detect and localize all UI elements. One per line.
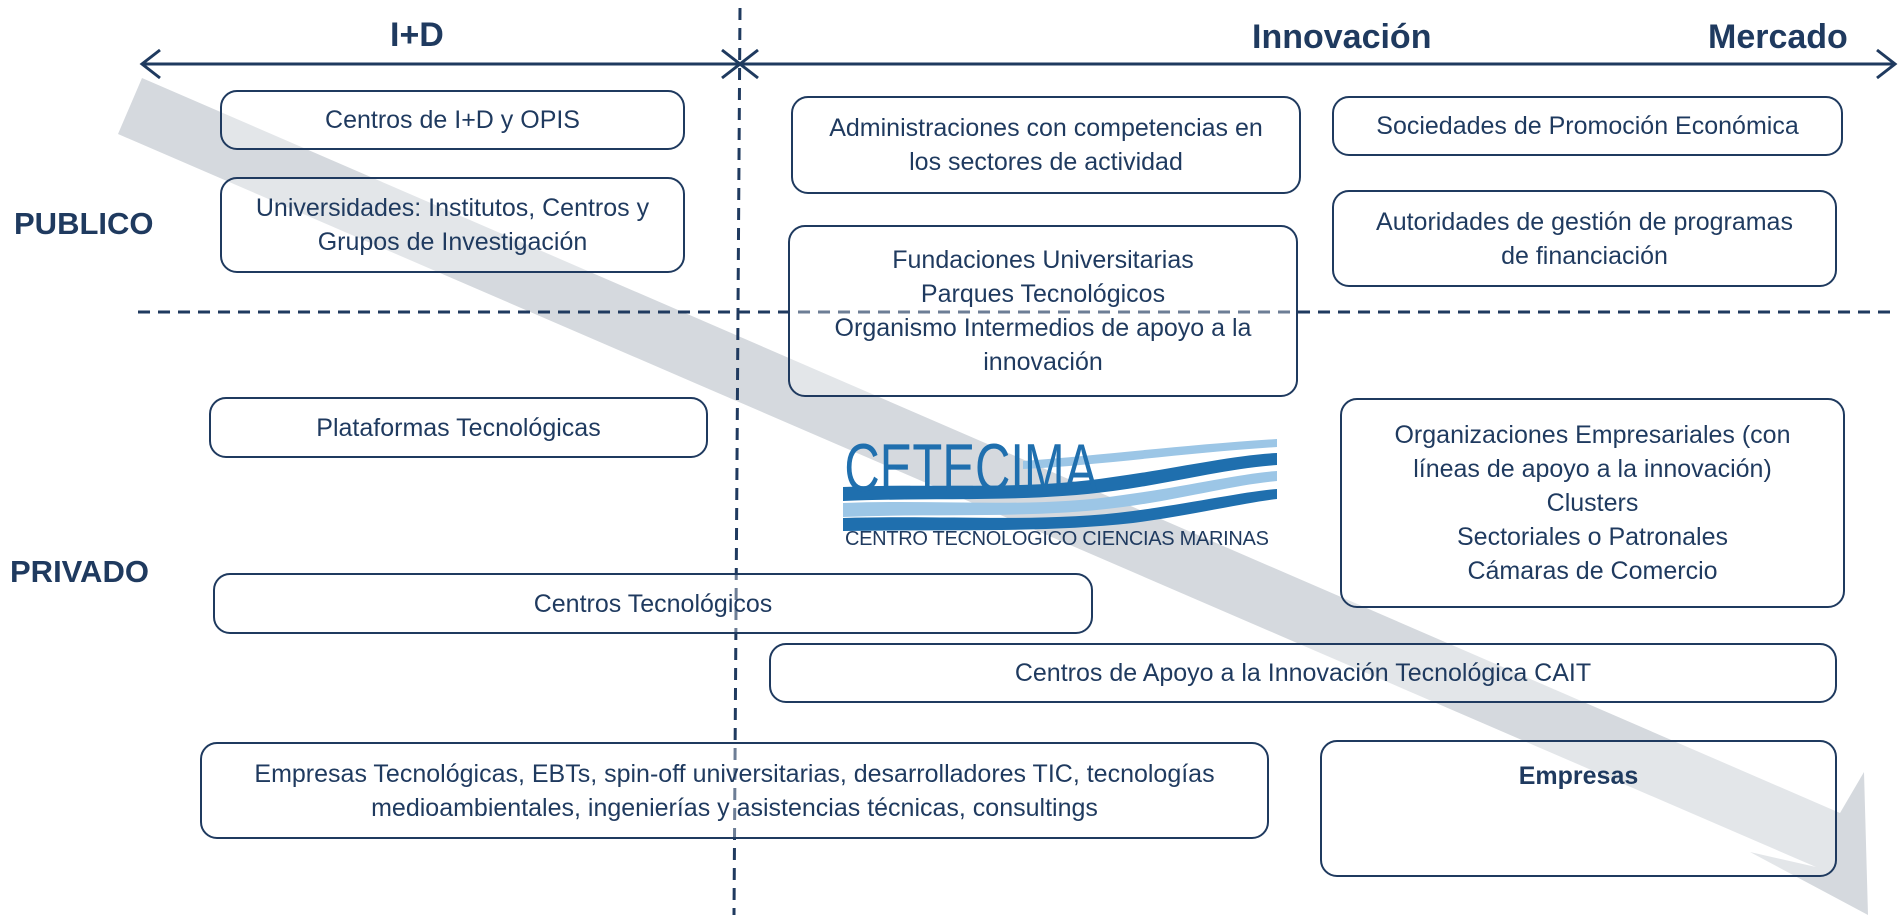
axis-right-arrowhead: [1876, 48, 1898, 80]
sector-privado: PRIVADO: [10, 554, 149, 589]
box-administraciones: Administraciones con competencias en los…: [791, 96, 1301, 194]
svg-text:CETECIMA: CETECIMA: [844, 429, 1097, 506]
box-text: Cámaras de Comercio: [1467, 557, 1718, 585]
box-text: Empresas: [1518, 762, 1639, 790]
sector-publico: PUBLICO: [14, 206, 154, 241]
box-fundaciones: Fundaciones Universitarias Parques Tecno…: [788, 225, 1298, 397]
box-text: Organismo Intermedios de apoyo a la: [834, 314, 1252, 342]
header-id: I+D: [390, 16, 444, 54]
box-text: Organizaciones Empresariales (con: [1394, 421, 1791, 449]
box-empresas-tecnologicas: Empresas Tecnológicas, EBTs, spin-off un…: [200, 742, 1269, 839]
cetecima-logo: CETECIMA CENTRO TECNOLOGICO CIENCIAS MAR…: [843, 425, 1277, 550]
box-text: Centros de Apoyo a la Innovación Tecnoló…: [1014, 659, 1592, 687]
box-centros-tecnologicos: Centros Tecnológicos: [213, 573, 1093, 634]
box-text: los sectores de actividad: [909, 148, 1183, 176]
box-text: Parques Tecnológicos: [920, 280, 1166, 308]
box-centros-id-opis: Centros de I+D y OPIS: [220, 90, 685, 150]
box-text: Empresas Tecnológicas, EBTs, spin-off un…: [254, 759, 1215, 788]
box-text: Fundaciones Universitarias: [892, 246, 1194, 274]
box-text: Centros de I+D y OPIS: [325, 106, 580, 134]
box-text: Grupos de Investigación: [317, 228, 588, 256]
header-mercado: Mercado: [1708, 18, 1848, 56]
axis-middle-right-arrowhead: [737, 48, 759, 80]
cetecima-logo-graphic: CETECIMA: [843, 429, 1277, 531]
vertical-divider: [732, 7, 742, 915]
box-text: medioambientales, ingenierías y asistenc…: [371, 793, 1098, 822]
box-text: Administraciones con competencias en: [829, 114, 1263, 142]
box-empresas: Empresas: [1320, 740, 1837, 877]
box-text: Sociedades de Promoción Económica: [1376, 112, 1799, 140]
box-text: Universidades: Institutos, Centros y: [255, 194, 650, 222]
axis-left-arrowhead: [139, 48, 161, 80]
box-plataformas: Plataformas Tecnológicas: [209, 397, 708, 458]
box-text: Autoridades de gestión de programas: [1376, 207, 1793, 236]
box-organizaciones: Organizaciones Empresariales (con líneas…: [1340, 398, 1845, 608]
box-universidades: Universidades: Institutos, Centros y Gru…: [220, 177, 685, 273]
cetecima-logo-subtitle: CENTRO TECNOLOGICO CIENCIAS MARINAS: [845, 528, 1269, 550]
header-innovacion: Innovación: [1252, 18, 1432, 56]
box-text: Centros Tecnológicos: [533, 589, 773, 618]
box-text: de financiación: [1501, 241, 1668, 270]
box-text: Clusters: [1546, 489, 1639, 517]
box-autoridades: Autoridades de gestión de programas de f…: [1332, 190, 1837, 287]
box-text: innovación: [983, 348, 1103, 376]
box-text: Sectoriales o Patronales: [1457, 523, 1728, 551]
box-text: Plataformas Tecnológicas: [316, 413, 601, 442]
box-sociedades: Sociedades de Promoción Económica: [1332, 96, 1843, 156]
box-cait: Centros de Apoyo a la Innovación Tecnoló…: [769, 643, 1837, 703]
box-text: líneas de apoyo a la innovación): [1413, 455, 1772, 483]
